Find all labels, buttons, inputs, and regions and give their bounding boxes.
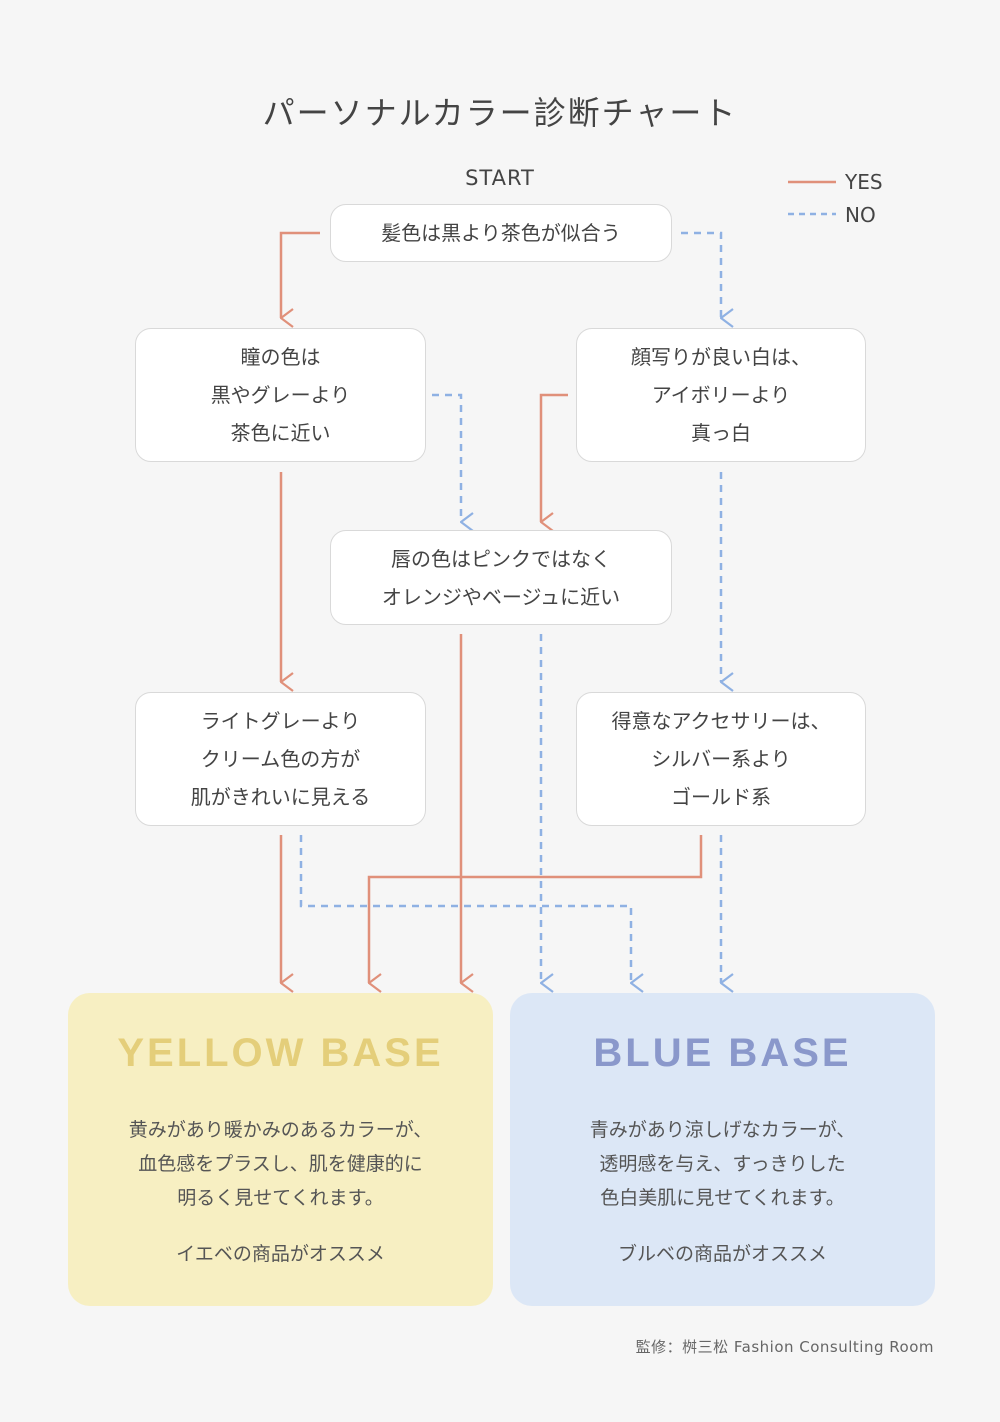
question-white-line: アイボリーより <box>651 383 791 407</box>
question-cream: ライトグレーより クリーム色の方が 肌がきれいに見える <box>135 692 426 826</box>
result-blue-recommend: ブルベの商品がオススメ <box>617 1243 827 1265</box>
question-accessory-line: ゴールド系 <box>671 785 771 809</box>
no-eye-to-lip <box>432 393 461 522</box>
question-white-line: 顔写りが良い白は、 <box>631 345 811 369</box>
question-accessory: 得意なアクセサリーは、 シルバー系より ゴールド系 <box>576 692 866 826</box>
question-hair: 髪色は黒より茶色が似合う <box>330 204 672 262</box>
question-accessory-line: シルバー系より <box>651 747 791 771</box>
yes-hair-to-eye <box>279 231 320 318</box>
question-eye-line: 黒やグレーより <box>210 383 351 407</box>
result-yellow-desc-line: 血色感をプラスし、肌を健康的に <box>138 1153 423 1175</box>
result-blue-description: 青みがあり涼しげなカラーが、 透明感を与え、すっきりした 色白美肌に見せてくれま… <box>510 1113 935 1215</box>
result-yellow-description: 黄みがあり暖かみのあるカラーが、 血色感をプラスし、肌を健康的に 明るく見せてく… <box>68 1113 493 1215</box>
result-blue-desc-line: 透明感を与え、すっきりした <box>599 1153 846 1175</box>
result-blue-desc-line: 青みがあり涼しげなカラーが、 <box>589 1119 856 1141</box>
credit-text: 監修：桝三松 Fashion Consulting Room <box>635 1338 934 1356</box>
question-hair-line: 髪色は黒より茶色が似合う <box>381 221 621 245</box>
yes-white-to-lip <box>539 393 568 522</box>
result-blue-title: BLUE BASE <box>593 1031 852 1075</box>
question-eye-line: 茶色に近い <box>230 421 331 445</box>
question-white: 顔写りが良い白は、 アイボリーより 真っ白 <box>576 328 866 462</box>
result-yellow-base: YELLOW BASE 黄みがあり暖かみのあるカラーが、 血色感をプラスし、肌を… <box>68 993 493 1306</box>
question-cream-line: 肌がきれいに見える <box>190 785 371 809</box>
result-yellow-recommend: イエベの商品がオススメ <box>176 1243 385 1265</box>
question-eye-line: 瞳の色は <box>240 345 321 369</box>
question-lip: 唇の色はピンクではなく オレンジやベージュに近い <box>330 530 672 625</box>
question-cream-line: ライトグレーより <box>200 709 361 733</box>
start-label: START <box>465 166 535 190</box>
question-eye: 瞳の色は 黒やグレーより 茶色に近い <box>135 328 426 462</box>
question-lip-line: オレンジやベージュに近い <box>381 584 621 609</box>
legend-yes-label: YES <box>845 170 883 194</box>
result-yellow-desc-line: 黄みがあり暖かみのあるカラーが、 <box>128 1119 433 1141</box>
legend-no-label: NO <box>845 203 876 227</box>
page-title: パーソナルカラー診断チャート <box>262 94 738 132</box>
question-white-line: 真っ白 <box>691 421 751 445</box>
question-lip-line: 唇の色はピンクではなく <box>391 546 611 571</box>
no-hair-to-white <box>681 231 721 318</box>
question-accessory-line: 得意なアクセサリーは、 <box>611 709 831 733</box>
result-yellow-desc-line: 明るく見せてくれます。 <box>177 1187 384 1209</box>
result-yellow-title: YELLOW BASE <box>117 1031 444 1075</box>
no-cream-to-blue <box>299 835 631 983</box>
result-blue-desc-line: 色白美肌に見せてくれます。 <box>600 1187 845 1209</box>
question-cream-line: クリーム色の方が <box>200 747 361 771</box>
yes-accessory-to-yellow <box>367 835 703 983</box>
result-blue-base: BLUE BASE 青みがあり涼しげなカラーが、 透明感を与え、すっきりした 色… <box>510 993 935 1306</box>
